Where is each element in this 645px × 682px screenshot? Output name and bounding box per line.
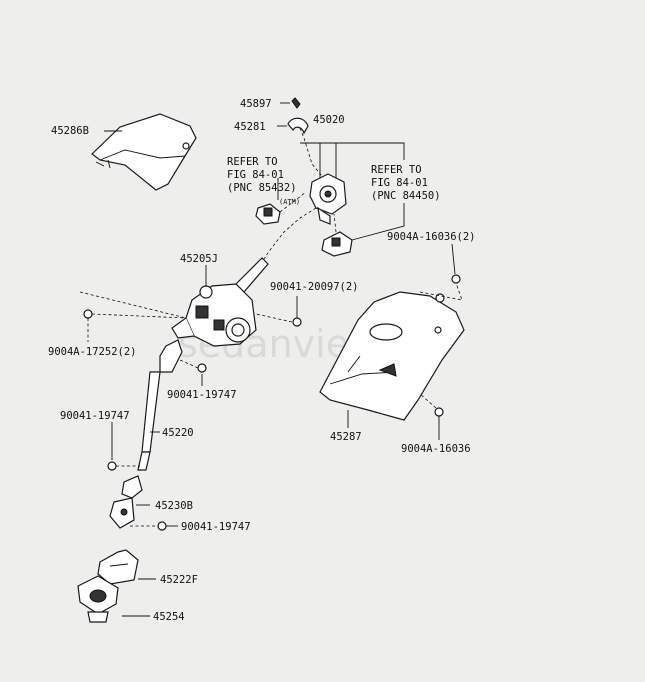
label-45281: 45281	[234, 121, 266, 133]
refer-1-line2: FIG 84-01	[227, 169, 284, 181]
seal-45254	[77, 575, 119, 623]
label-45020: 45020	[313, 114, 345, 126]
label-90041-19747-mid: 90041-19747	[60, 410, 130, 422]
bolt-90041-20097	[292, 317, 302, 327]
bolt-90041-19747-mid	[107, 461, 117, 471]
bolt-90041-19747-upper	[197, 363, 207, 373]
label-90041-19747-lower: 90041-19747	[181, 521, 251, 533]
refer-1-line1: REFER TO	[227, 156, 278, 168]
label-90041-20097-2: 90041-20097(2)	[270, 281, 359, 293]
screw-9004a-16036-bottom	[434, 407, 444, 417]
label-45230b: 45230B	[155, 500, 193, 512]
clip-45281	[287, 117, 309, 135]
boot-45222f	[97, 549, 139, 585]
universal-joint-45230b	[109, 475, 143, 529]
label-9004a-17252-2: 9004A-17252(2)	[48, 346, 137, 358]
label-45220: 45220	[162, 427, 194, 439]
label-45222f: 45222F	[160, 574, 198, 586]
label-9004a-16036: 9004A-16036	[401, 443, 471, 455]
switch-pnc-84450	[321, 231, 353, 257]
pin-45897	[291, 97, 301, 109]
refer-2-line2: FIG 84-01	[371, 177, 428, 189]
refer-2-line1: REFER TO	[371, 164, 422, 176]
screw-9004a-16036-top	[451, 274, 461, 284]
refer-1-line3: (PNC 85432)	[227, 182, 297, 194]
upper-column-cover-45286b	[91, 113, 197, 191]
switch-pnc-85432	[255, 203, 281, 225]
bolt-90041-19747-lower	[157, 521, 167, 531]
refer-2-line3: (PNC 84450)	[371, 190, 441, 202]
steering-column-45205j	[171, 257, 269, 347]
label-9004a-16036-2: 9004A-16036(2)	[387, 231, 476, 243]
label-45254: 45254	[153, 611, 185, 623]
intermediate-shaft-45220	[137, 339, 183, 471]
label-45287: 45287	[330, 431, 362, 443]
label-90041-19747-upper: 90041-19747	[167, 389, 237, 401]
label-45205j: 45205J	[180, 253, 218, 265]
label-45286b: 45286B	[51, 125, 89, 137]
label-atm: (ATM)	[279, 198, 300, 206]
steering-lock-45020	[309, 173, 347, 225]
label-45897: 45897	[240, 98, 272, 110]
screw-9004a-17252	[83, 309, 93, 319]
lower-column-cover-45287	[319, 291, 465, 421]
